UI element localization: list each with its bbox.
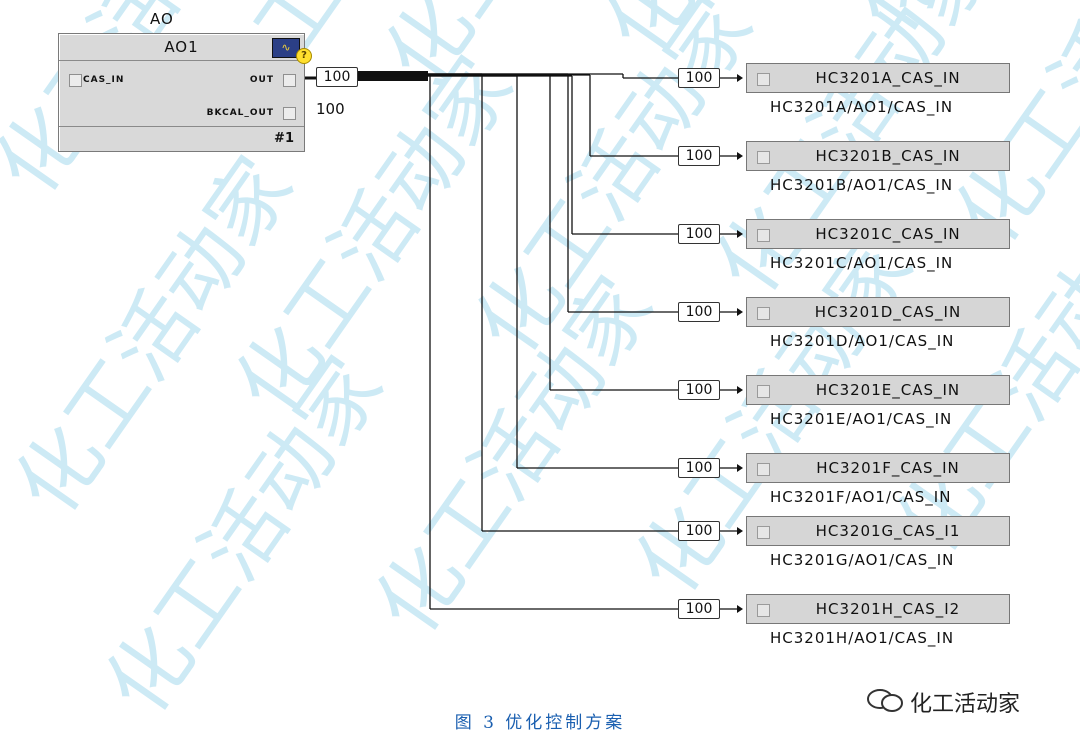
target-path: HC3201H/AO1/CAS_IN [770, 629, 955, 647]
bkcal-out-checkbox[interactable] [283, 107, 296, 120]
target-value-box: 100 [678, 302, 720, 322]
waveform-icon[interactable]: ∿ [272, 38, 300, 58]
target-input-block[interactable]: HC3201H_CAS_I2 [746, 594, 1010, 624]
target-name: HC3201C_CAS_IN [815, 225, 961, 243]
arrow-icon [737, 308, 743, 316]
target-value-box: 100 [678, 224, 720, 244]
target-checkbox[interactable] [757, 604, 770, 617]
target-value-box: 100 [678, 599, 720, 619]
block-type-label: AO [150, 10, 174, 28]
bkcal-value: 100 [316, 100, 345, 118]
target-name: HC3201G_CAS_I1 [815, 522, 961, 540]
target-name: HC3201D_CAS_IN [814, 303, 962, 321]
pin-row-bkcal-out: BKCAL_OUT [59, 104, 304, 124]
cas-in-label: CAS_IN [83, 75, 125, 85]
target-checkbox[interactable] [757, 385, 770, 398]
wechat-icon [867, 689, 903, 712]
target-input-block[interactable]: HC3201B_CAS_IN [746, 141, 1010, 171]
arrow-icon [737, 605, 743, 613]
target-path: HC3201F/AO1/CAS_IN [770, 488, 952, 506]
ao-block-title: AO1 [59, 34, 304, 61]
out-checkbox[interactable] [283, 74, 296, 87]
target-value-box: 100 [678, 68, 720, 88]
target-path: HC3201B/AO1/CAS_IN [770, 176, 954, 194]
brand-name: 化工活动家 [910, 692, 1021, 717]
target-path: HC3201D/AO1/CAS_IN [770, 332, 955, 350]
target-input-block[interactable]: HC3201A_CAS_IN [746, 63, 1010, 93]
target-checkbox[interactable] [757, 229, 770, 242]
target-name: HC3201A_CAS_IN [815, 69, 961, 87]
target-name: HC3201E_CAS_IN [815, 381, 961, 399]
arrow-icon [737, 230, 743, 238]
target-value-box: 100 [678, 458, 720, 478]
target-checkbox[interactable] [757, 463, 770, 476]
bkcal-out-label: BKCAL_OUT [206, 108, 274, 118]
target-name: HC3201H_CAS_I2 [815, 600, 961, 618]
target-path: HC3201C/AO1/CAS_IN [770, 254, 954, 272]
target-input-block[interactable]: HC3201G_CAS_I1 [746, 516, 1010, 546]
target-path: HC3201G/AO1/CAS_IN [770, 551, 955, 569]
block-footer: #1 [59, 126, 304, 150]
target-value-box: 100 [678, 521, 720, 541]
target-path: HC3201E/AO1/CAS_IN [770, 410, 953, 428]
arrow-icon [737, 152, 743, 160]
target-input-block[interactable]: HC3201F_CAS_IN [746, 453, 1010, 483]
target-input-block[interactable]: HC3201D_CAS_IN [746, 297, 1010, 327]
target-input-block[interactable]: HC3201E_CAS_IN [746, 375, 1010, 405]
arrow-icon [737, 464, 743, 472]
out-value-box: 100 [316, 67, 358, 87]
ao-function-block[interactable]: AO1 ∿ ? CAS_IN OUT BKCAL_OUT #1 [58, 33, 312, 152]
target-name: HC3201F_CAS_IN [816, 459, 960, 477]
target-checkbox[interactable] [757, 526, 770, 539]
help-icon[interactable]: ? [296, 48, 312, 64]
target-value-box: 100 [678, 380, 720, 400]
target-input-block[interactable]: HC3201C_CAS_IN [746, 219, 1010, 249]
figure-caption: 图 3 优化控制方案 [454, 713, 626, 733]
target-name: HC3201B_CAS_IN [815, 147, 961, 165]
pin-row-cas-in: CAS_IN OUT [59, 71, 304, 91]
cas-in-checkbox[interactable] [69, 74, 82, 87]
arrow-icon [737, 74, 743, 82]
arrow-icon [737, 527, 743, 535]
arrow-icon [737, 386, 743, 394]
target-value-box: 100 [678, 146, 720, 166]
out-label: OUT [249, 75, 274, 85]
target-checkbox[interactable] [757, 151, 770, 164]
target-checkbox[interactable] [757, 73, 770, 86]
target-checkbox[interactable] [757, 307, 770, 320]
target-path: HC3201A/AO1/CAS_IN [770, 98, 954, 116]
